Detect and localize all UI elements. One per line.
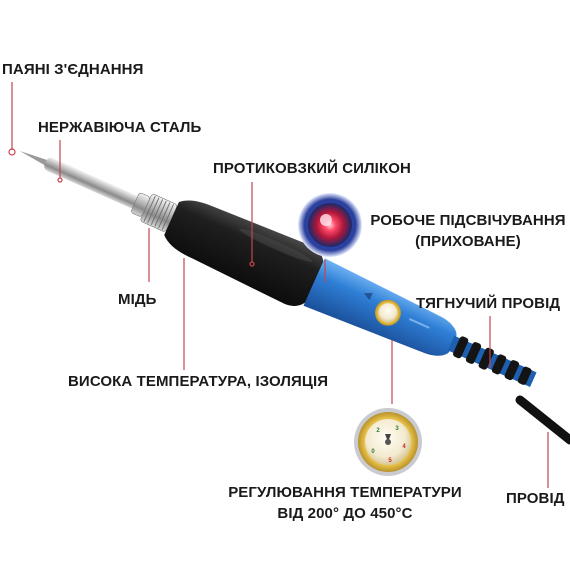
- label-stainless-steel: НЕРЖАВІЮЧА СТАЛЬ: [38, 119, 202, 136]
- leader-lines: [8, 82, 549, 488]
- iron-body: [19, 151, 537, 387]
- label-work-light: РОБОЧЕ ПІДСВІЧУВАННЯ (ПРИХОВАНЕ): [368, 212, 568, 250]
- label-tensile-wire: ТЯГНУЧИЙ ПРОВІД: [416, 295, 561, 312]
- label-work-light-line1: РОБОЧЕ ПІДСВІЧУВАННЯ: [370, 212, 566, 229]
- dial-number: 0: [371, 449, 375, 455]
- label-temperature-adjust-line2: ВІД 200° ДО 450°С: [277, 505, 413, 522]
- tip: [19, 151, 49, 166]
- label-work-light-line2: (ПРИХОВАНЕ): [415, 233, 521, 250]
- label-high-temp-insulation: ВИСОКА ТЕМПЕРАТУРА, ІЗОЛЯЦІЯ: [68, 373, 329, 390]
- dial-number: 5: [388, 458, 392, 464]
- strain-relief-spring: [447, 335, 537, 387]
- temperature-dial: 2 3 4 5 0: [354, 408, 422, 476]
- black-silicone-grip: [164, 200, 324, 306]
- work-light-led: [298, 193, 362, 257]
- stainless-tube: [44, 157, 139, 208]
- label-temperature-adjust-line1: РЕГУЛЮВАННЯ ТЕМПЕРАТУРИ: [228, 484, 462, 501]
- label-anti-slip-silicone: ПРОТИКОВЗКИЙ СИЛІКОН: [213, 160, 411, 177]
- label-solder-joints: ПАЯНІ З'ЄДНАННЯ: [2, 61, 144, 78]
- label-copper: МІДЬ: [118, 291, 157, 308]
- power-cable: [515, 395, 570, 445]
- label-wire: ПРОВІД: [506, 490, 565, 507]
- dial-number: 4: [402, 444, 406, 450]
- label-temperature-adjust: РЕГУЛЮВАННЯ ТЕМПЕРАТУРИ ВІД 200° ДО 450°…: [222, 484, 468, 522]
- dial-number: 3: [395, 426, 399, 432]
- dial-number: 2: [376, 428, 380, 434]
